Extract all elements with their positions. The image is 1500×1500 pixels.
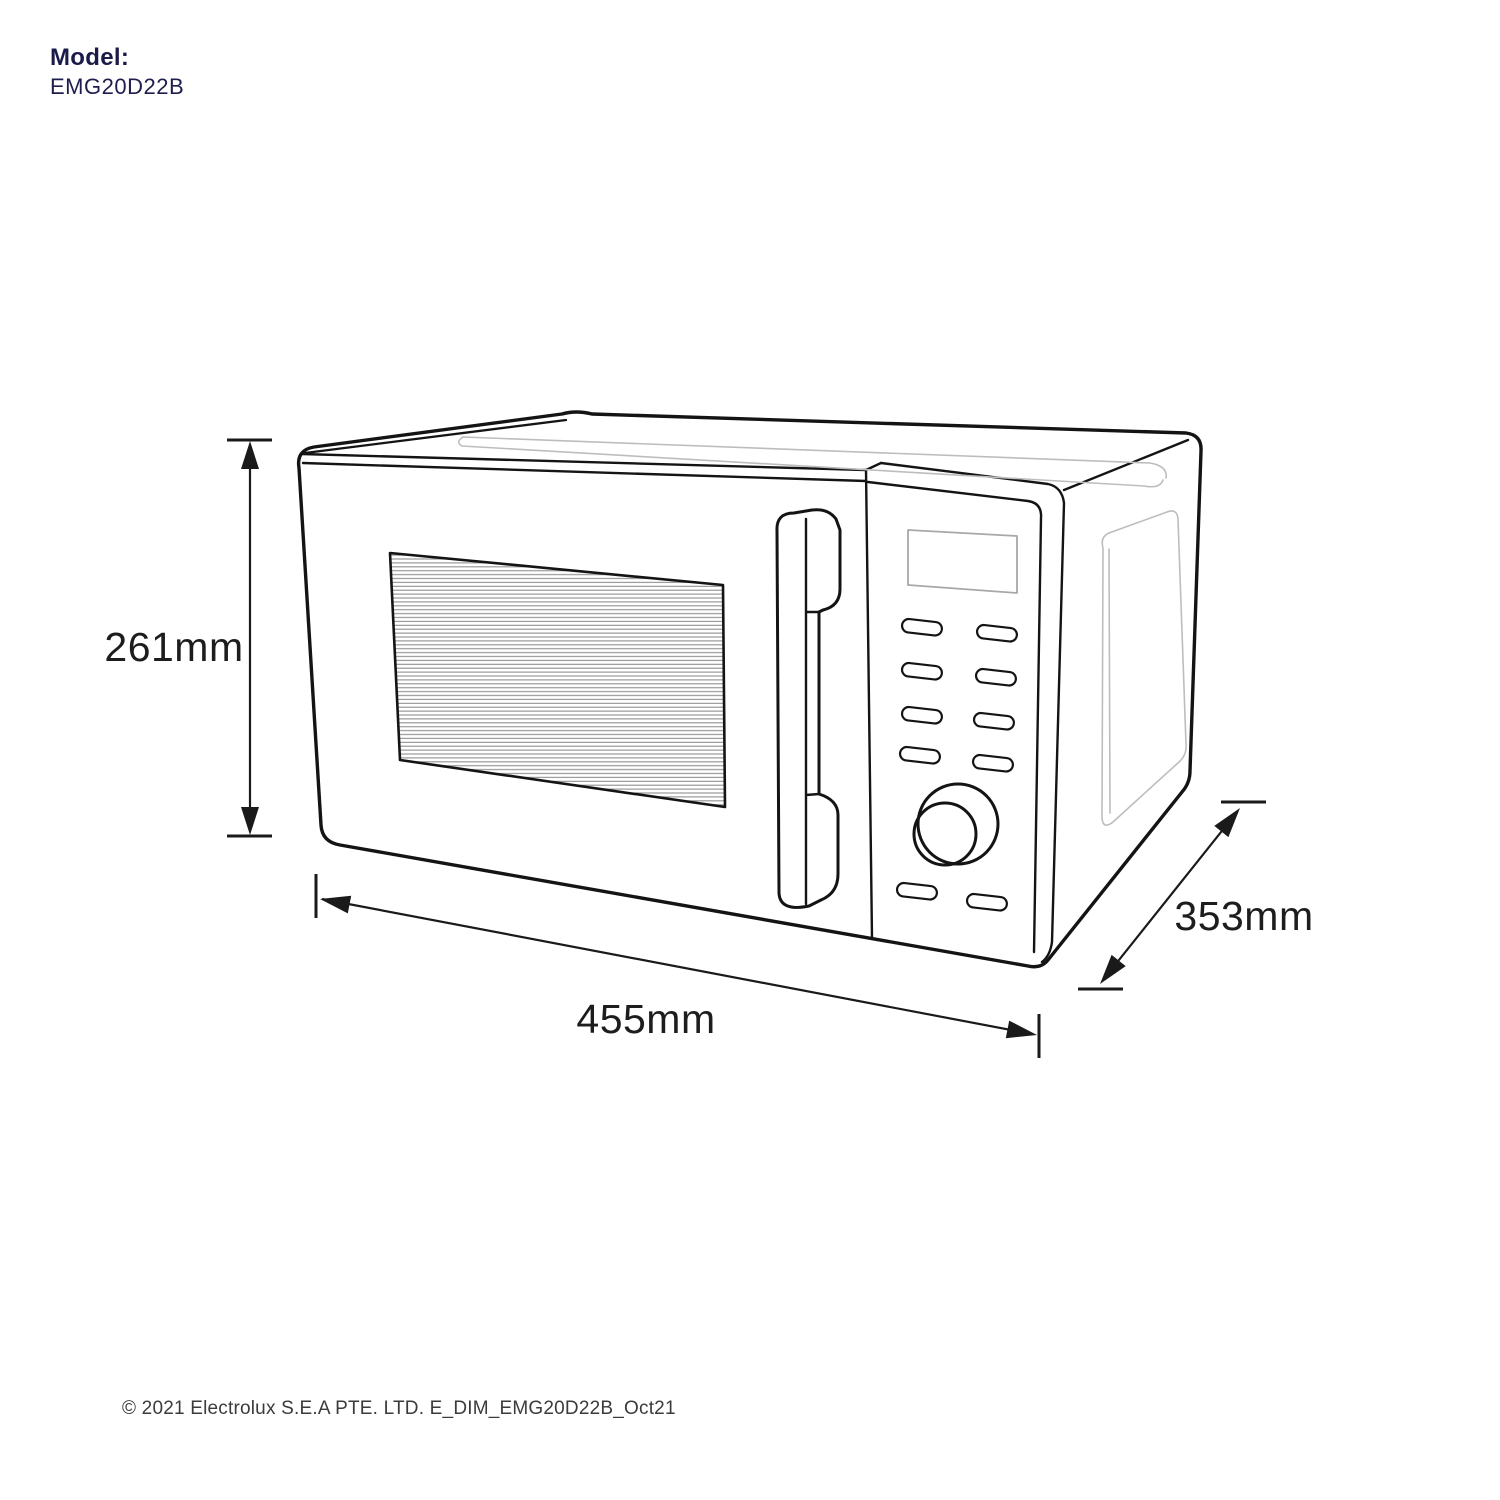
depth-dimension — [1078, 800, 1266, 991]
side-top-edge — [1062, 438, 1190, 492]
model-block: Model: EMG20D22B — [50, 44, 184, 100]
side-inset-panel — [1101, 510, 1187, 826]
dimension-annotations: 261mm 455mm 353mm — [104, 438, 1313, 1058]
microwave-drawing — [296, 410, 1203, 969]
top-inset-panel — [457, 436, 1167, 488]
knob-base-circle — [916, 782, 1000, 866]
seam-step — [864, 461, 883, 472]
control-button — [972, 711, 1015, 731]
control-button — [900, 661, 943, 681]
top-fold-line — [300, 452, 868, 472]
top-left-fold-line — [303, 418, 568, 455]
model-number: EMG20D22B — [50, 73, 185, 99]
width-dimension-label: 455mm — [576, 996, 715, 1042]
height-dimension-label: 261mm — [104, 624, 243, 670]
control-button — [965, 892, 1008, 912]
control-button — [974, 667, 1017, 687]
control-buttons — [895, 617, 1018, 912]
knob-front-circle — [912, 801, 978, 867]
depth-dim-line — [1102, 811, 1238, 981]
control-button — [898, 745, 941, 765]
display-screen — [907, 529, 1018, 594]
copyright-note: © 2021 Electrolux S.E.A PTE. LTD. E_DIM_… — [122, 1398, 676, 1419]
door-handle-outline — [775, 508, 842, 909]
height-dimension — [227, 438, 272, 838]
door-handle — [775, 508, 842, 909]
width-dimension — [314, 874, 1041, 1058]
top-inset-front-line — [457, 436, 1164, 488]
control-panel-top-edge — [866, 480, 1043, 954]
top-inset-back-line — [462, 436, 1167, 479]
width-dim-line — [321, 897, 1033, 1036]
control-button — [900, 705, 943, 725]
door-handle-inner-edge — [804, 517, 821, 906]
control-panel — [895, 529, 1018, 912]
side-inset-inner-line — [1108, 548, 1111, 814]
control-button — [975, 623, 1018, 643]
top-fold-right — [879, 461, 1066, 964]
model-label: Model: — [50, 44, 130, 71]
door-seam — [864, 468, 874, 940]
rotary-knob — [912, 782, 1000, 867]
control-button — [900, 617, 943, 637]
door-window — [388, 551, 727, 809]
body-outline — [296, 410, 1203, 969]
depth-dimension-label: 353mm — [1174, 893, 1313, 939]
door-top-edge — [301, 461, 868, 483]
depth-arrowheads — [1100, 808, 1240, 984]
side-inset-outline — [1101, 510, 1187, 826]
control-button — [895, 881, 938, 901]
control-button — [971, 753, 1014, 773]
